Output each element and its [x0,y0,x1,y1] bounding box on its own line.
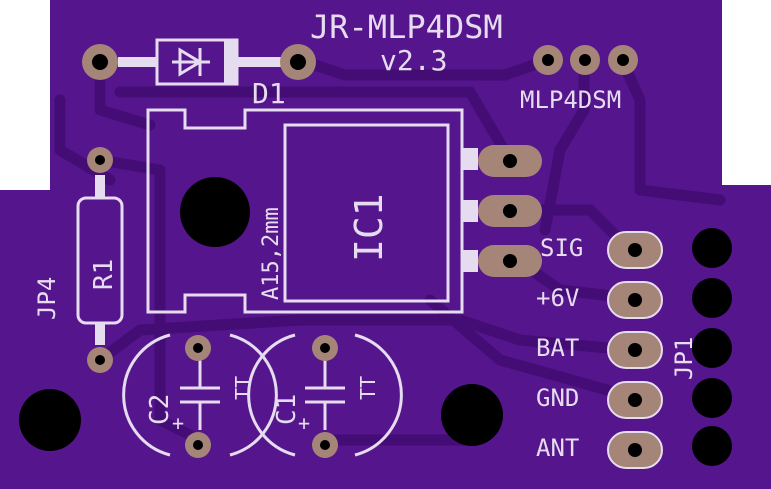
c2-drill [193,343,203,353]
pin-label-ant: ANT [536,434,579,462]
jumper-left-label: JP4 [33,277,61,320]
resistor-r1 [76,147,124,373]
cap-c2-label: C2 [145,394,175,425]
pin-label-gnd: GND [536,384,579,412]
mounting-hole [19,389,81,451]
regulator-ic1 [146,108,478,314]
cap-c1-marking: TT [356,376,380,400]
regulator-label: IC1 [347,193,391,262]
header-pads [533,45,638,75]
diode-d1 [82,38,316,86]
pin-pads [607,231,663,469]
regulator-note: A15,2mm [259,207,284,300]
capacitor-c2 [122,333,278,457]
diode-label: D1 [252,77,286,110]
pin-label-bat: BAT [536,334,579,362]
capacitor-c1 [247,333,403,457]
mounting-hole [441,384,503,446]
c2-drill [193,440,203,450]
jp1-holes [692,228,732,466]
jumper-right-label: JP1 [670,337,698,380]
c1-drill [320,343,330,353]
c1-drill [320,440,330,450]
cap-c1-plus: + [298,411,310,435]
resistor-label: R1 [89,259,119,290]
regulator-tab-hole [180,177,250,247]
board-title: JR-MLP4DSM [310,8,503,46]
regulator-pads [478,145,542,277]
board-version: v2.3 [380,44,447,77]
pin-label-6v: +6V [536,284,579,312]
cap-c2-plus: + [172,411,184,435]
header-label: MLP4DSM [520,86,621,114]
cap-c1-label: C1 [272,394,302,425]
pin-label-sig: SIG [540,234,583,262]
